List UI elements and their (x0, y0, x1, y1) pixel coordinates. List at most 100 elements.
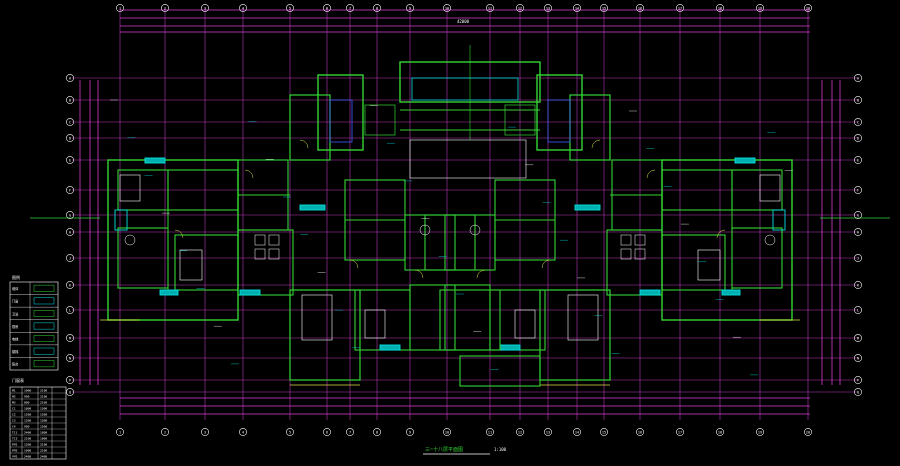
schedule-cell: 2400 (24, 431, 31, 435)
window-mark (721, 289, 741, 296)
axis-label-left: F (69, 189, 71, 193)
toilet-symbol (469, 224, 481, 236)
axis-label-bottom: 16 (638, 431, 642, 435)
axis-bubble-top (516, 4, 524, 12)
axis-bubble-top (804, 4, 812, 12)
axis-bubble-bottom (161, 428, 169, 436)
central-unit-wall (439, 289, 501, 351)
dining-chair-symbol (254, 248, 266, 260)
axis-bubble-left (66, 118, 74, 126)
axis-label-right: Q (857, 391, 859, 395)
stair-core (536, 74, 583, 151)
bottom-dimension-chain (120, 397, 810, 415)
schedule-cell: FM1 (12, 443, 18, 447)
axis-bubble-top (346, 4, 354, 12)
axis-bubble-top (636, 4, 644, 12)
door-swing-symbol (174, 229, 184, 239)
schedule-cell: 1500 (40, 413, 47, 417)
window-mark (239, 289, 261, 296)
axis-label-left: H (69, 231, 71, 235)
axis-label-left: C (69, 121, 71, 125)
axis-label-bottom: 8 (376, 431, 378, 435)
schedule-cell: FM2 (12, 449, 18, 453)
schedule-cell: 1500 (40, 407, 47, 411)
toilet-symbol (419, 224, 431, 236)
axis-label-left: P (69, 379, 71, 383)
axis-label-top: 3 (204, 7, 206, 11)
axis-bubble-right (854, 96, 862, 104)
axis-label-right: C (857, 121, 859, 125)
axis-label-right: E (857, 159, 859, 163)
schedule-cell: TC1 (12, 431, 18, 435)
axis-bubble-bottom (116, 428, 124, 436)
axis-label-right: P (857, 379, 859, 383)
axis-label-bottom: 12 (518, 431, 522, 435)
schedule-cell: 2100 (40, 401, 47, 405)
dining-chair-symbol (268, 248, 280, 260)
schedule-cell: C1 (12, 407, 16, 411)
axis-bubble-top (544, 4, 552, 12)
bathroom-wall (444, 214, 496, 271)
wall-layout (100, 45, 800, 387)
axis-bubble-right (854, 306, 862, 314)
elevator-shaft (364, 104, 396, 136)
schedule-cell: 2400 (24, 455, 31, 459)
door-swing-symbol (476, 269, 486, 279)
axis-label-left: J (69, 257, 71, 261)
axis-label-left: M (69, 337, 71, 341)
axis-label-top: 12 (518, 7, 522, 11)
axis-bubble-right (854, 334, 862, 342)
axis-label-left: E (69, 159, 71, 163)
window-mark (499, 344, 521, 351)
axis-bubble-top (716, 4, 724, 12)
schedule-cell: C3 (12, 419, 16, 423)
axis-label-top: 14 (575, 7, 579, 11)
axis-label-top: 15 (602, 7, 606, 11)
dining-room-wall (606, 229, 663, 296)
legend-row-label: 阳台 (12, 362, 18, 367)
unit-outline (661, 159, 793, 321)
axis-bubble-left (66, 228, 74, 236)
schedule-cell: 2100 (40, 389, 47, 393)
axis-bubble-bottom (544, 428, 552, 436)
axis-bubble-top (201, 4, 209, 12)
axis-label-right: K (857, 284, 860, 288)
axis-label-top: 2 (164, 7, 166, 11)
axis-bubble-top (406, 4, 414, 12)
axis-bubble-top (573, 4, 581, 12)
legend-row-label: 楼梯 (12, 349, 19, 354)
axis-bubble-bottom (716, 428, 724, 436)
schedule-cell: 800 (24, 401, 30, 405)
furniture-symbols (110, 99, 793, 376)
schedule-cell: 1500 (40, 425, 47, 429)
axis-bubble-right (854, 74, 862, 82)
axis-label-right: J (857, 257, 859, 261)
axis-bubble-left (66, 186, 74, 194)
axis-bubble-bottom (636, 428, 644, 436)
dining-room-wall (237, 229, 294, 296)
axis-bubble-left (66, 254, 74, 262)
axis-label-bottom: 4 (242, 431, 244, 435)
axis-label-bottom: 17 (678, 431, 682, 435)
axis-label-top: 13 (546, 7, 550, 11)
axis-bubble-top (756, 4, 764, 12)
bedroom-wall (489, 289, 546, 351)
legend-row-label: 门窗 (12, 299, 18, 304)
axis-bubble-right (854, 354, 862, 362)
axis-bubble-left (66, 281, 74, 289)
bedroom-wall (354, 289, 411, 351)
axis-bubble-left (66, 388, 74, 396)
window-mark (144, 157, 166, 164)
axis-bubble-top (486, 4, 494, 12)
legend-swatch (33, 284, 55, 292)
legend-row-label: 电梯 (12, 336, 19, 341)
schedule-cell: 1200 (24, 419, 31, 423)
bathroom-wall (404, 214, 456, 271)
axis-label-right: A (857, 77, 860, 81)
axis-label-bottom: 14 (575, 431, 579, 435)
schedule-cell: 2400 (40, 455, 47, 459)
axis-label-right: H (857, 231, 859, 235)
axis-bubble-left (66, 211, 74, 219)
